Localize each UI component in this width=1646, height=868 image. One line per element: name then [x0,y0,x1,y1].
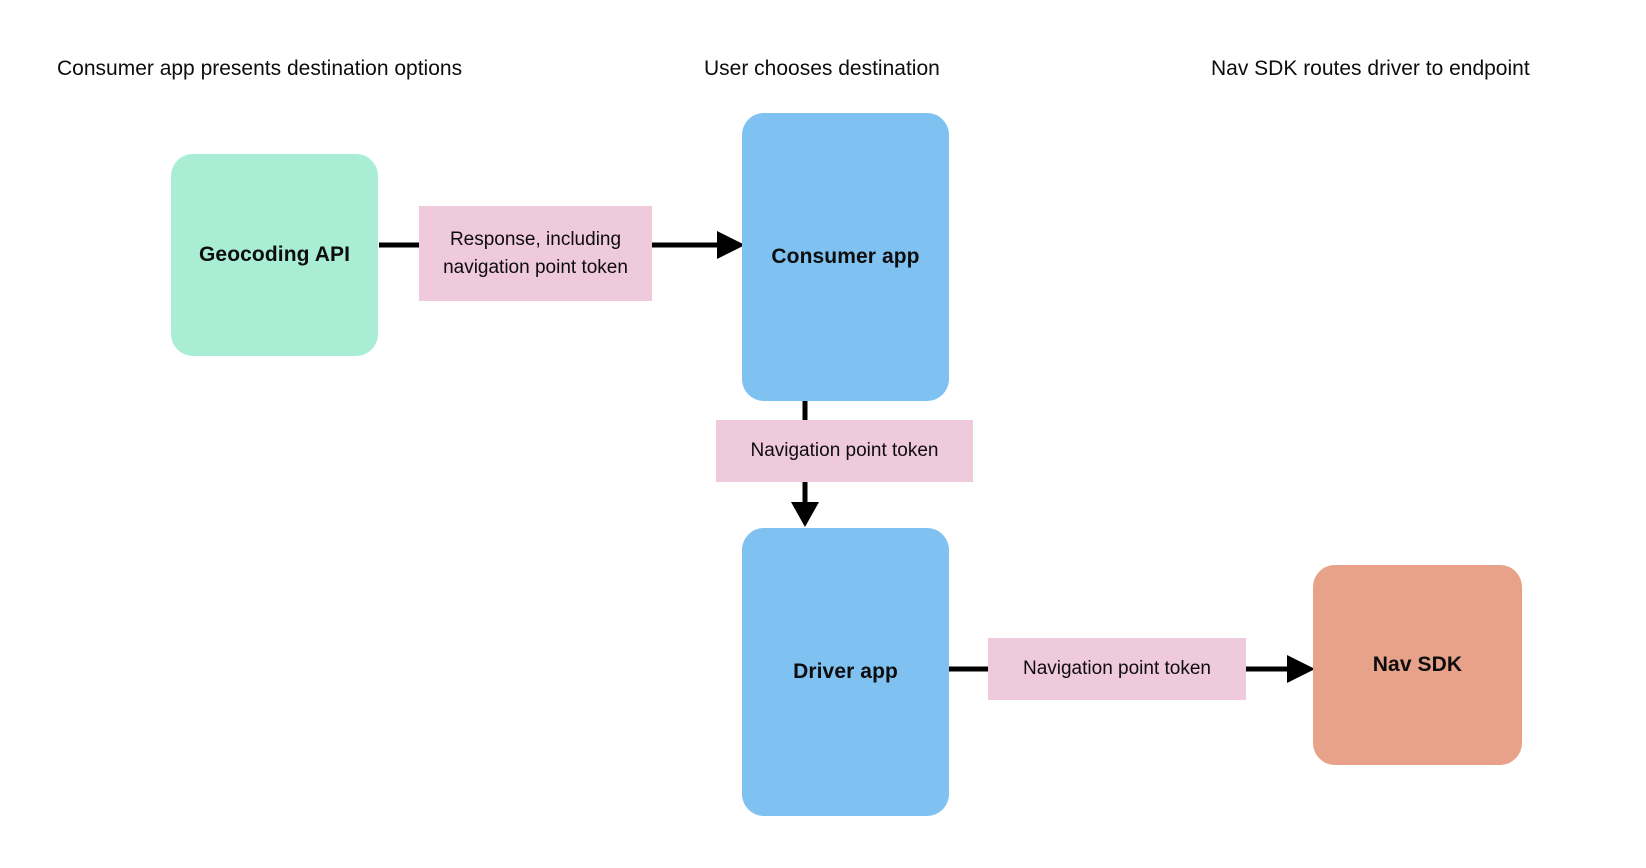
node-consumer-app[interactable]: Consumer app [742,113,949,401]
node-driver-app-label: Driver app [793,660,898,683]
column-header-consumer-app: Consumer app presents destination option… [57,57,463,80]
node-consumer-app-label: Consumer app [771,245,920,268]
node-geocoding-api-label: Geocoding API [198,243,351,266]
node-driver-app[interactable]: Driver app [742,528,949,816]
node-nav-sdk[interactable]: Nav SDK [1313,565,1522,765]
edge-label-driver-to-navsdk: Navigation point token [988,638,1246,700]
edge-label-consumer-to-driver: Navigation point token [716,420,973,482]
edge-label-geocoding-to-consumer: Response, including navigation point tok… [419,206,652,301]
column-header-user-choice: User chooses destination [704,57,940,80]
node-geocoding-api[interactable]: Geocoding API [171,154,378,356]
column-header-nav-sdk: Nav SDK routes driver to endpoint [1211,57,1530,80]
node-nav-sdk-label: Nav SDK [1372,653,1463,676]
